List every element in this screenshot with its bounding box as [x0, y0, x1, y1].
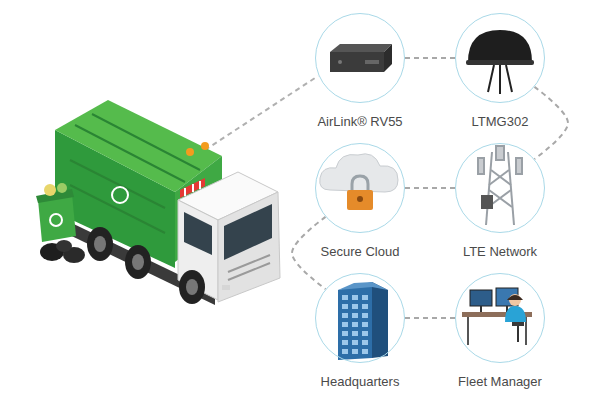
node-label: LTMG302 — [470, 114, 531, 129]
device-circle: Headquarters — [315, 273, 405, 363]
cloud-lock-icon — [320, 154, 398, 210]
dashed-connector — [405, 57, 455, 59]
device-circle: Secure Cloud — [315, 143, 405, 233]
node-label: Headquarters — [319, 374, 402, 389]
device-circle: Fleet Manager — [455, 273, 545, 363]
dashed-connector — [405, 317, 455, 319]
antenna-icon — [466, 30, 534, 94]
cell-tower-icon — [478, 146, 522, 225]
building-icon — [338, 282, 388, 360]
fleet-manager-icon — [462, 288, 532, 345]
garbage-truck — [36, 100, 280, 305]
node-label: Secure Cloud — [319, 244, 402, 259]
device-circle: AirLink® RV55 — [315, 13, 405, 103]
node-label: AirLink® RV55 — [315, 114, 404, 129]
link-line — [205, 76, 318, 150]
device-circle: LTE Network — [455, 143, 545, 233]
dashed-connector — [405, 187, 455, 189]
dashed-connector — [534, 87, 568, 159]
device-circle: LTMG302 — [455, 13, 545, 103]
node-label: Fleet Manager — [456, 374, 544, 389]
router-icon — [330, 44, 392, 72]
node-label: LTE Network — [461, 244, 539, 259]
